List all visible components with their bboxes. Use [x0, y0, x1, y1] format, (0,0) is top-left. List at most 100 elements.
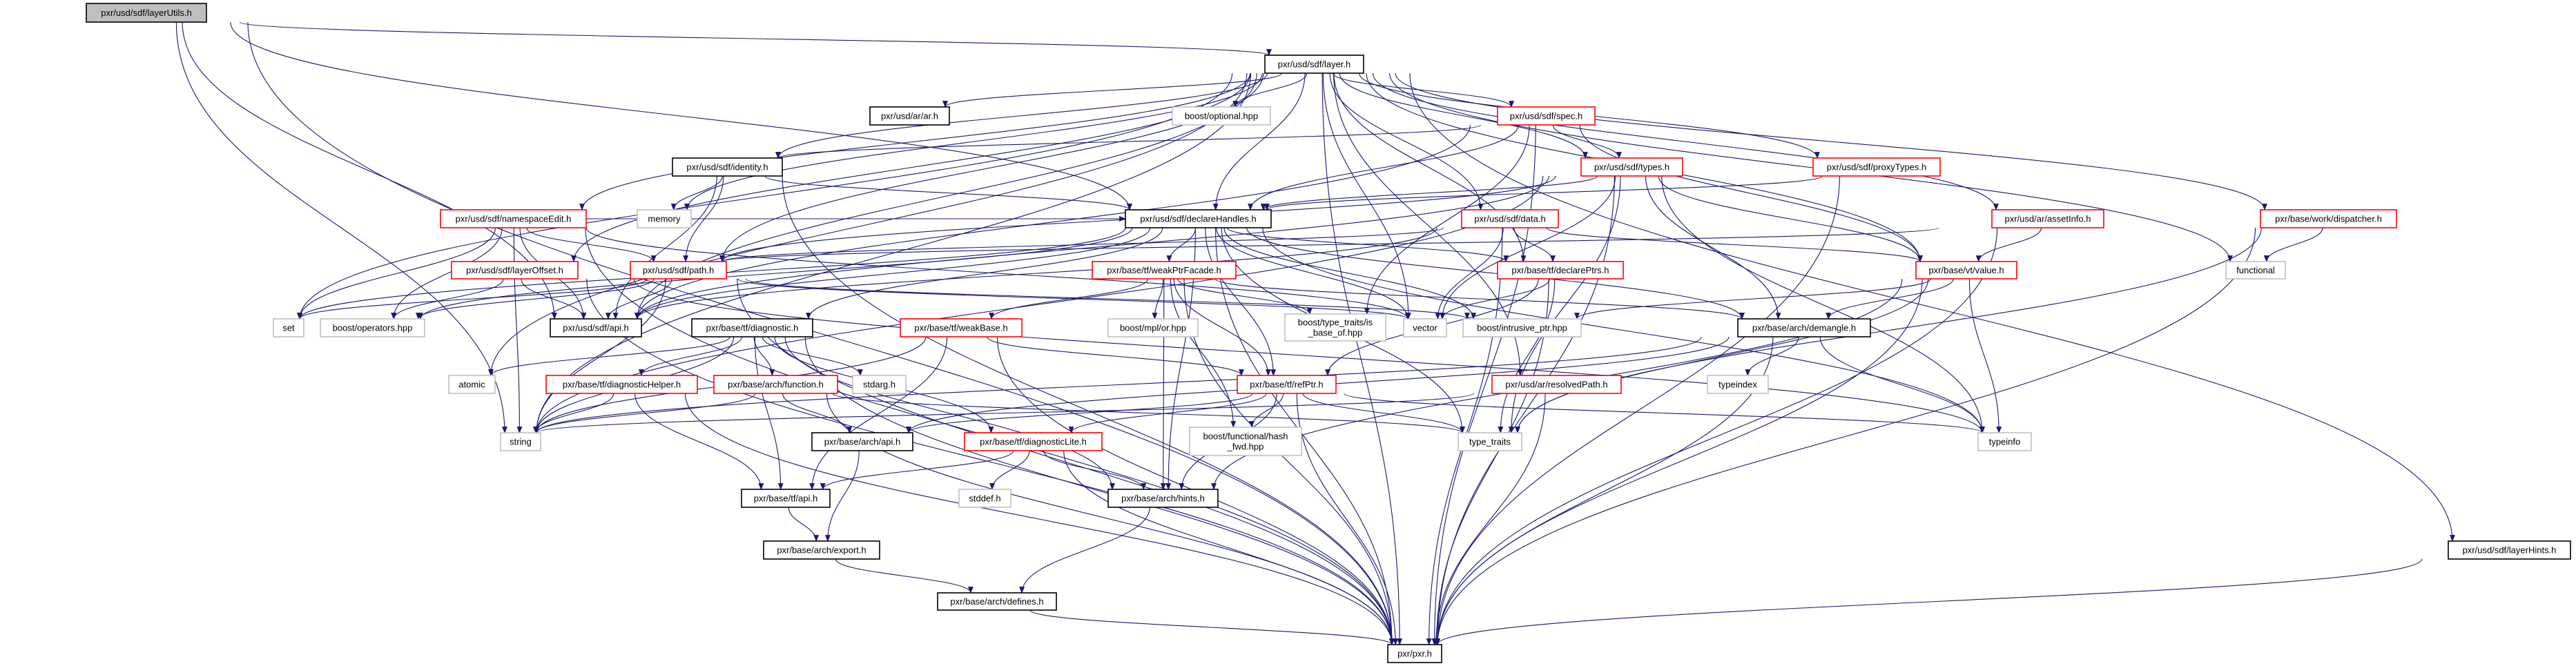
edge-diagnosticLite-to-pxr: [1063, 450, 1395, 645]
edge-identity-to-declareHandles: [764, 175, 1132, 210]
node-label: pxr/base/arch/export.h: [777, 545, 866, 555]
node-box: [320, 318, 425, 337]
node-namespaceEdit[interactable]: pxr/usd/sdf/namespaceEdit.h: [440, 209, 587, 228]
node-box: [1189, 427, 1302, 456]
node-weakPtrFacade[interactable]: pxr/base/tf/weakPtrFacade.h: [1092, 261, 1237, 280]
node-layerUtils[interactable]: pxr/usd/sdf/layerUtils.h: [86, 3, 207, 23]
edge-identity-to-pxr: [782, 175, 1395, 645]
node-spec[interactable]: pxr/usd/sdf/spec.h: [1497, 106, 1596, 126]
edge-declareHandles-to-pxr: [1215, 227, 1395, 645]
edge-diagnosticHelper-to-tfApi: [634, 393, 764, 490]
edge-layer-to-spec: [1332, 72, 1514, 108]
node-functional: functional: [2225, 261, 2286, 280]
node-label: atomic: [458, 379, 485, 389]
node-defines[interactable]: pxr/base/arch/defines.h: [937, 592, 1057, 611]
node-dispatcher[interactable]: pxr/base/work/dispatcher.h: [2260, 209, 2397, 228]
node-hints[interactable]: pxr/base/arch/hints.h: [1107, 489, 1219, 508]
edge-export-to-defines: [835, 558, 974, 594]
edge-weakBase-to-tfApi: [809, 336, 948, 490]
node-pxr[interactable]: pxr/pxr.h: [1387, 644, 1442, 663]
node-box: [1977, 432, 2032, 451]
node-vector: vector: [1403, 318, 1447, 337]
node-box: [852, 375, 907, 394]
edge-resolvedPath-to-string: [534, 393, 1475, 433]
node-label: vector: [1413, 322, 1437, 333]
node-resolvedPath[interactable]: pxr/usd/ar/resolvedPath.h: [1491, 375, 1622, 394]
edge-data-to-vector: [1435, 227, 1504, 320]
node-label: stddef.h: [969, 493, 1000, 503]
node-box: [958, 489, 1011, 508]
edge-value-to-intrusivePtr: [1574, 278, 1932, 320]
node-label: pxr/usd/sdf/layer.h: [1278, 59, 1351, 69]
node-ar[interactable]: pxr/usd/ar/ar.h: [869, 106, 950, 126]
node-box: [545, 375, 698, 394]
node-label: pxr/usd/ar/resolvedPath.h: [1505, 379, 1607, 389]
node-label: pxr/usd/sdf/layerOffset.h: [466, 265, 563, 275]
node-label: typeindex: [1718, 379, 1757, 389]
node-layerHints[interactable]: pxr/usd/sdf/layerHints.h: [2448, 540, 2571, 560]
node-label: set: [282, 322, 295, 333]
node-label: pxr/usd/sdf/data.h: [1474, 213, 1545, 224]
node-types[interactable]: pxr/usd/sdf/types.h: [1580, 157, 1683, 177]
node-layer[interactable]: pxr/usd/sdf/layer.h: [1264, 55, 1364, 74]
node-diagnosticHelper[interactable]: pxr/base/tf/diagnosticHelper.h: [545, 375, 698, 394]
node-value[interactable]: pxr/base/vt/value.h: [1915, 261, 2017, 280]
edge-identity-to-memory: [670, 175, 723, 210]
node-box: [964, 432, 1103, 451]
node-stddef: stddef.h: [958, 489, 1011, 508]
node-path[interactable]: pxr/usd/sdf/path.h: [630, 261, 727, 280]
node-box: [1264, 55, 1364, 74]
node-demangle[interactable]: pxr/base/arch/demangle.h: [1737, 318, 1871, 337]
node-diagnostic[interactable]: pxr/base/tf/diagnostic.h: [691, 318, 813, 337]
node-box: [1284, 313, 1386, 342]
nodes-layer: pxr/usd/sdf/layerUtils.h pxr/usd/sdf/laye…: [86, 3, 2571, 663]
edge-weakPtrFacade-to-pxr: [1183, 278, 1395, 645]
edge-types-to-vector: [1440, 175, 1616, 320]
edge-assetInfo-to-path: [719, 227, 1939, 262]
edge-weakPtrFacade-to-hints: [1160, 278, 1166, 490]
node-box: [1915, 261, 2017, 280]
edge-spec-to-sdfApi: [635, 124, 1471, 320]
node-box: [2225, 261, 2286, 280]
node-label: pxr/base/tf/declarePtrs.h: [1512, 265, 1609, 275]
node-box: [937, 592, 1057, 611]
node-box: [1497, 261, 1624, 280]
node-export[interactable]: pxr/base/arch/export.h: [763, 540, 880, 560]
node-assetInfo[interactable]: pxr/usd/ar/assetInfo.h: [1991, 209, 2104, 228]
node-string: string: [500, 432, 541, 451]
edge-types-to-typeinfo: [1661, 175, 1985, 433]
edge-identity-to-sdfApi: [612, 175, 717, 320]
node-label: typeinfo: [1989, 436, 2021, 447]
node-declarePtrs[interactable]: pxr/base/tf/declarePtrs.h: [1497, 261, 1624, 280]
node-tfApi[interactable]: pxr/base/tf/api.h: [741, 489, 831, 508]
node-identity[interactable]: pxr/usd/sdf/identity.h: [672, 157, 783, 177]
node-box: [1737, 318, 1871, 337]
edge-types-to-value: [1658, 175, 1923, 262]
node-data[interactable]: pxr/usd/sdf/data.h: [1461, 209, 1559, 228]
node-archApi[interactable]: pxr/base/arch/api.h: [811, 432, 913, 451]
node-stdarg: stdarg.h: [852, 375, 907, 394]
edge-layer-to-vector: [1322, 72, 1411, 320]
node-proxyTypes[interactable]: pxr/usd/sdf/proxyTypes.h: [1812, 157, 1941, 177]
node-label: pxr/base/work/dispatcher.h: [2275, 213, 2382, 224]
node-label: pxr/usd/sdf/identity.h: [686, 161, 768, 172]
node-layerOffset[interactable]: pxr/usd/sdf/layerOffset.h: [451, 261, 579, 280]
node-weakBase[interactable]: pxr/base/tf/weakBase.h: [900, 318, 1023, 337]
edge-declareHandles-to-vector: [1216, 227, 1411, 320]
node-sdfApi[interactable]: pxr/usd/sdf/api.h: [550, 318, 642, 337]
node-box: [1107, 489, 1219, 508]
edge-layer-to-layerHints: [1409, 72, 2455, 542]
node-function[interactable]: pxr/base/arch/function.h: [713, 375, 838, 394]
node-box: [1461, 209, 1559, 228]
node-label: pxr/base/tf/api.h: [754, 493, 818, 503]
edge-refPtr-to-diagnosticLite: [1068, 393, 1267, 433]
edge-namespaceEdit-to-vector: [585, 227, 1411, 320]
node-label: type_traits: [1469, 436, 1511, 447]
node-atomic: atomic: [448, 375, 496, 394]
node-declareHandles[interactable]: pxr/usd/sdf/declareHandles.h: [1125, 209, 1272, 228]
node-refPtr[interactable]: pxr/base/tf/refPtr.h: [1237, 375, 1337, 394]
edge-dispatcher-to-typeTraits: [1515, 227, 2262, 433]
node-diagnosticLite[interactable]: pxr/base/tf/diagnosticLite.h: [964, 432, 1103, 451]
node-box: [1462, 318, 1582, 337]
